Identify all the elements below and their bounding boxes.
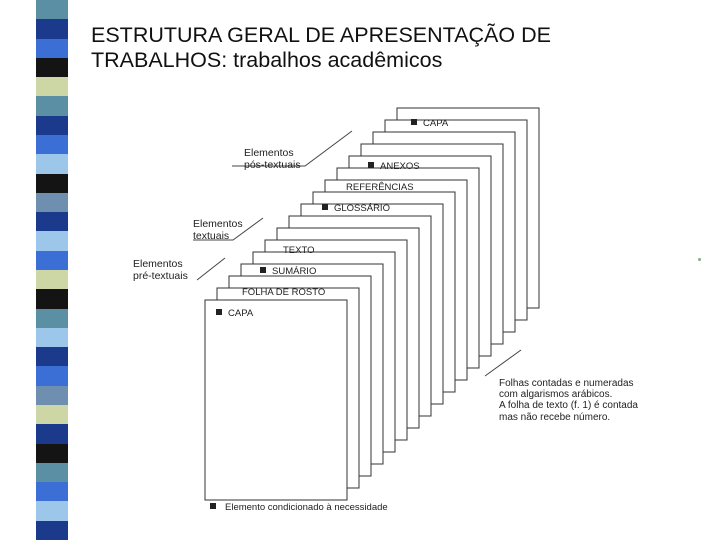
stripe-block: [36, 0, 68, 20]
sheet-label-glossario: GLOSSÁRIO: [322, 203, 390, 214]
decorative-color-stripe: [36, 0, 68, 540]
legend: Elemento condicionado à necessidade: [210, 502, 388, 513]
sheet-label-referencias: REFERÊNCIAS: [346, 182, 414, 193]
label-line: Elementos: [244, 147, 294, 159]
stripe-block: [36, 77, 68, 97]
note-line: mas não recebe número.: [499, 411, 611, 423]
conditional-marker-icon: [260, 267, 266, 273]
sheet-label-text: CAPA: [228, 308, 254, 319]
stripe-block: [36, 443, 68, 464]
conditional-marker-icon: [322, 204, 328, 210]
sheet-label-text: REFERÊNCIAS: [346, 182, 414, 193]
sheet-label-folha-de-rosto: FOLHA DE ROSTO: [242, 287, 325, 298]
stripe-block: [36, 96, 68, 117]
label-elementos-pre-textuais: Elementos pré-textuais: [133, 258, 188, 282]
conditional-marker-icon: [210, 503, 216, 509]
pointer-pos-textuais: [232, 130, 353, 167]
note-line: A folha de texto (f. 1) é contada: [499, 400, 638, 412]
label-elementos-textuais: Elementos textuais: [193, 218, 243, 242]
sheet-label-text: ANEXOS: [380, 161, 420, 172]
stripe-block: [36, 19, 68, 40]
slide-title: ESTRUTURA GERAL DE APRESENTAÇÃO DE TRABA…: [91, 23, 551, 73]
stripe-block: [36, 366, 68, 387]
label-elementos-pos-textuais: Elementos pós-textuais: [244, 147, 301, 171]
stripe-block: [36, 173, 68, 194]
conditional-marker-icon: [368, 162, 374, 168]
stripe-block: [36, 308, 68, 329]
sheet-label-text: SUMÁRIO: [272, 266, 317, 277]
stray-dot: [698, 258, 701, 261]
note-line: Folhas contadas e numeradas: [499, 378, 634, 389]
stripe-block: [36, 520, 68, 540]
stripe-block: [36, 385, 68, 406]
stripe-block: [36, 212, 68, 232]
stripe-block: [36, 405, 68, 425]
stripe-block: [36, 327, 68, 348]
stripe-block: [36, 482, 68, 502]
sheet-label-anexos: ANEXOS: [368, 161, 420, 172]
stripe-block: [36, 192, 68, 213]
stripe-block: [36, 347, 68, 367]
sheet-label-capa-front: CAPA: [216, 308, 253, 319]
label-line: pré-textuais: [133, 270, 188, 282]
label-line: pós-textuais: [244, 159, 301, 171]
sheet-label-capa-back: CAPA: [411, 118, 448, 129]
sheet-label-sumario: SUMÁRIO: [260, 266, 316, 277]
label-line: textuais: [193, 230, 230, 242]
stripe-block: [36, 424, 68, 445]
stripe-block: [36, 289, 68, 310]
sheet-label-text: TEXTO: [283, 245, 315, 256]
stripe-block: [36, 38, 68, 59]
stripe-block: [36, 462, 68, 483]
document-sheet: [204, 299, 348, 501]
label-line: Elementos: [193, 218, 243, 230]
sheet-label-text: FOLHA DE ROSTO: [242, 287, 326, 298]
stripe-block: [36, 135, 68, 155]
sheet-label-text: GLOSSÁRIO: [334, 203, 390, 214]
pointer-textuais: [193, 217, 264, 241]
sheet-label-text: CAPA: [423, 118, 449, 129]
note-line: com algarismos arábicos.: [499, 389, 613, 401]
title-line-2: TRABALHOS: trabalhos acadêmicos: [91, 48, 443, 72]
pointer-pre-textuais: [196, 257, 226, 281]
stripe-block: [36, 250, 68, 271]
title-line-1: ESTRUTURA GERAL DE APRESENTAÇÃO DE: [91, 23, 551, 47]
stripe-block: [36, 115, 68, 136]
numbering-note: Folhas contadas e numeradas com algarism…: [499, 378, 638, 423]
stripe-block: [36, 57, 68, 78]
sheet-label-texto: TEXTO: [283, 245, 315, 256]
conditional-marker-icon: [216, 309, 222, 315]
legend-text: Elemento condicionado à necessidade: [225, 502, 388, 513]
stripe-block: [36, 154, 68, 175]
stripe-block: [36, 501, 68, 522]
stripe-block: [36, 270, 68, 290]
label-line: Elementos: [133, 258, 183, 270]
stripe-block: [36, 231, 68, 252]
pointer-note: [484, 349, 522, 377]
conditional-marker-icon: [411, 119, 417, 125]
